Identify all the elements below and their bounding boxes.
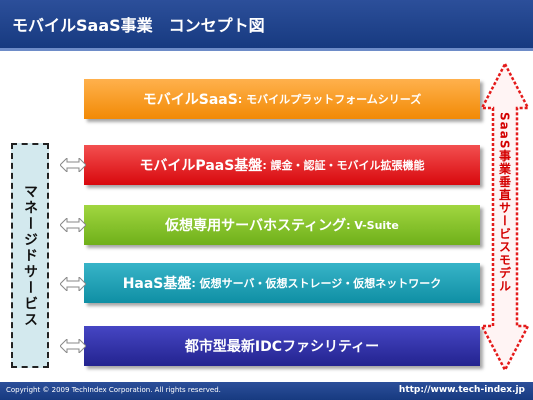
vertical-model-label-wrap: SaaS事業垂直サービスモデル [494, 112, 516, 322]
header-bar: モバイルSaaS事業 コンセプト図 [0, 0, 533, 48]
page-title: モバイルSaaS事業 コンセプト図 [12, 16, 265, 35]
header-divider [0, 48, 533, 51]
layer-virtual-hosting: 仮想専用サーバホスティング : V-Suite [84, 205, 480, 245]
managed-services-label: マネージドサービス [22, 183, 38, 328]
copyright-text: Copyright © 2009 TechIndex Corporation. … [6, 386, 221, 394]
managed-services-box: マネージドサービス [11, 143, 49, 368]
layer-mobile-paas: モバイルPaaS基盤 : 課金・認証・モバイル拡張機能 [84, 145, 480, 185]
double-arrow-icon [60, 277, 86, 291]
layer-mobile-saas-name: モバイルSaaS [142, 92, 238, 108]
layer-virtual-hosting-name: 仮想専用サーバホスティング [165, 218, 347, 234]
website-url: http://www.tech-index.jp [398, 385, 525, 395]
layer-haas-name: HaaS基盤 [122, 276, 192, 292]
double-arrow-icon [60, 158, 86, 172]
layer-mobile-paas-name: モバイルPaaS基盤 [139, 158, 263, 174]
vertical-model-arrow [480, 62, 530, 372]
footer-bar: Copyright © 2009 TechIndex Corporation. … [0, 382, 533, 400]
double-arrow-icon [60, 218, 86, 232]
double-arrow-icon [60, 339, 86, 353]
layer-mobile-saas-desc: : モバイルプラットフォームシリーズ [237, 93, 422, 106]
layer-haas: HaaS基盤 : 仮想サーバ・仮想ストレージ・仮想ネットワーク [84, 263, 480, 303]
layer-mobile-saas: モバイルSaaS : モバイルプラットフォームシリーズ [84, 79, 480, 119]
layer-idc-facility: 都市型最新IDCファシリティー [84, 326, 480, 366]
layer-virtual-hosting-desc: : V-Suite [346, 218, 399, 232]
layer-haas-desc: : 仮想サーバ・仮想ストレージ・仮想ネットワーク [191, 277, 442, 290]
layer-mobile-paas-desc: : 課金・認証・モバイル拡張機能 [262, 159, 425, 172]
layer-idc-facility-name: 都市型最新IDCファシリティー [184, 339, 380, 355]
vertical-model-label: SaaS事業垂直サービスモデル [497, 112, 512, 293]
